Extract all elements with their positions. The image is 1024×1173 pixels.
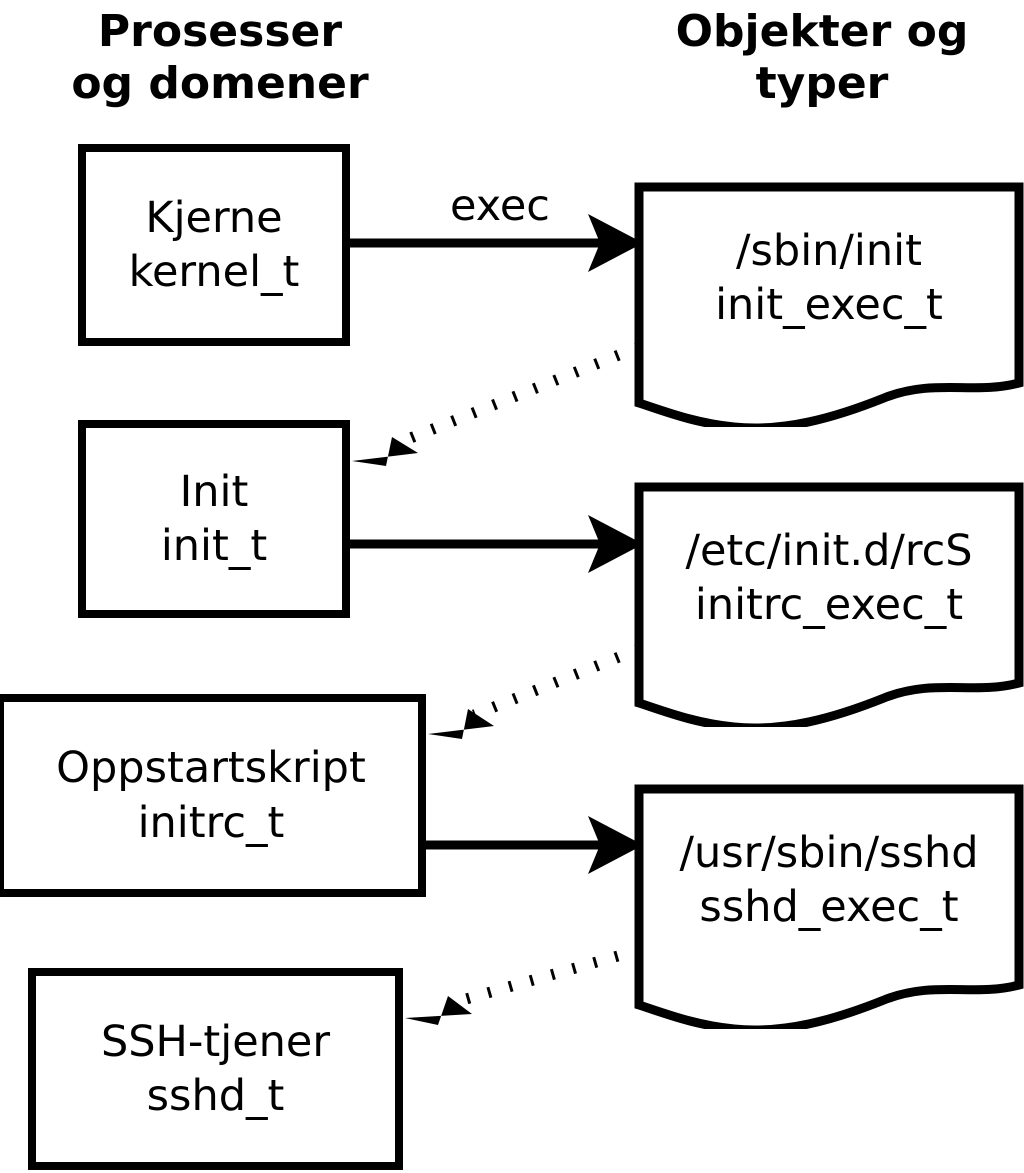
document-shape-icon bbox=[634, 482, 1024, 727]
edge-initrc-to-sshd-exec bbox=[424, 816, 643, 874]
object-doc-initrc-exec[interactable]: /etc/init.d/rcS initrc_exec_t bbox=[634, 482, 1024, 727]
document-shape-icon bbox=[634, 784, 1024, 1029]
edge-label-exec: exec bbox=[450, 181, 550, 231]
object-doc-init-exec[interactable]: /sbin/init init_exec_t bbox=[634, 182, 1024, 427]
object-doc-sshd-exec[interactable]: /usr/sbin/sshd sshd_exec_t bbox=[634, 784, 1024, 1029]
process-box-sshd[interactable]: SSH-tjener sshd_t bbox=[28, 968, 403, 1170]
edge-init-exec-to-init bbox=[352, 341, 642, 466]
column-header-objects: Objekter og typer bbox=[675, 6, 969, 109]
edge-initrc-exec-to-initrc bbox=[428, 643, 642, 739]
process-box-kernel[interactable]: Kjerne kernel_t bbox=[78, 144, 350, 346]
process-box-init[interactable]: Init init_t bbox=[78, 420, 350, 618]
edge-init-to-initrc-exec bbox=[350, 515, 643, 573]
edge-sshd-exec-to-sshd bbox=[405, 944, 641, 1025]
document-shape-icon bbox=[634, 182, 1024, 427]
column-header-processes: Prosesser og domener bbox=[71, 6, 369, 109]
process-box-initrc[interactable]: Oppstartskript initrc_t bbox=[0, 694, 426, 897]
